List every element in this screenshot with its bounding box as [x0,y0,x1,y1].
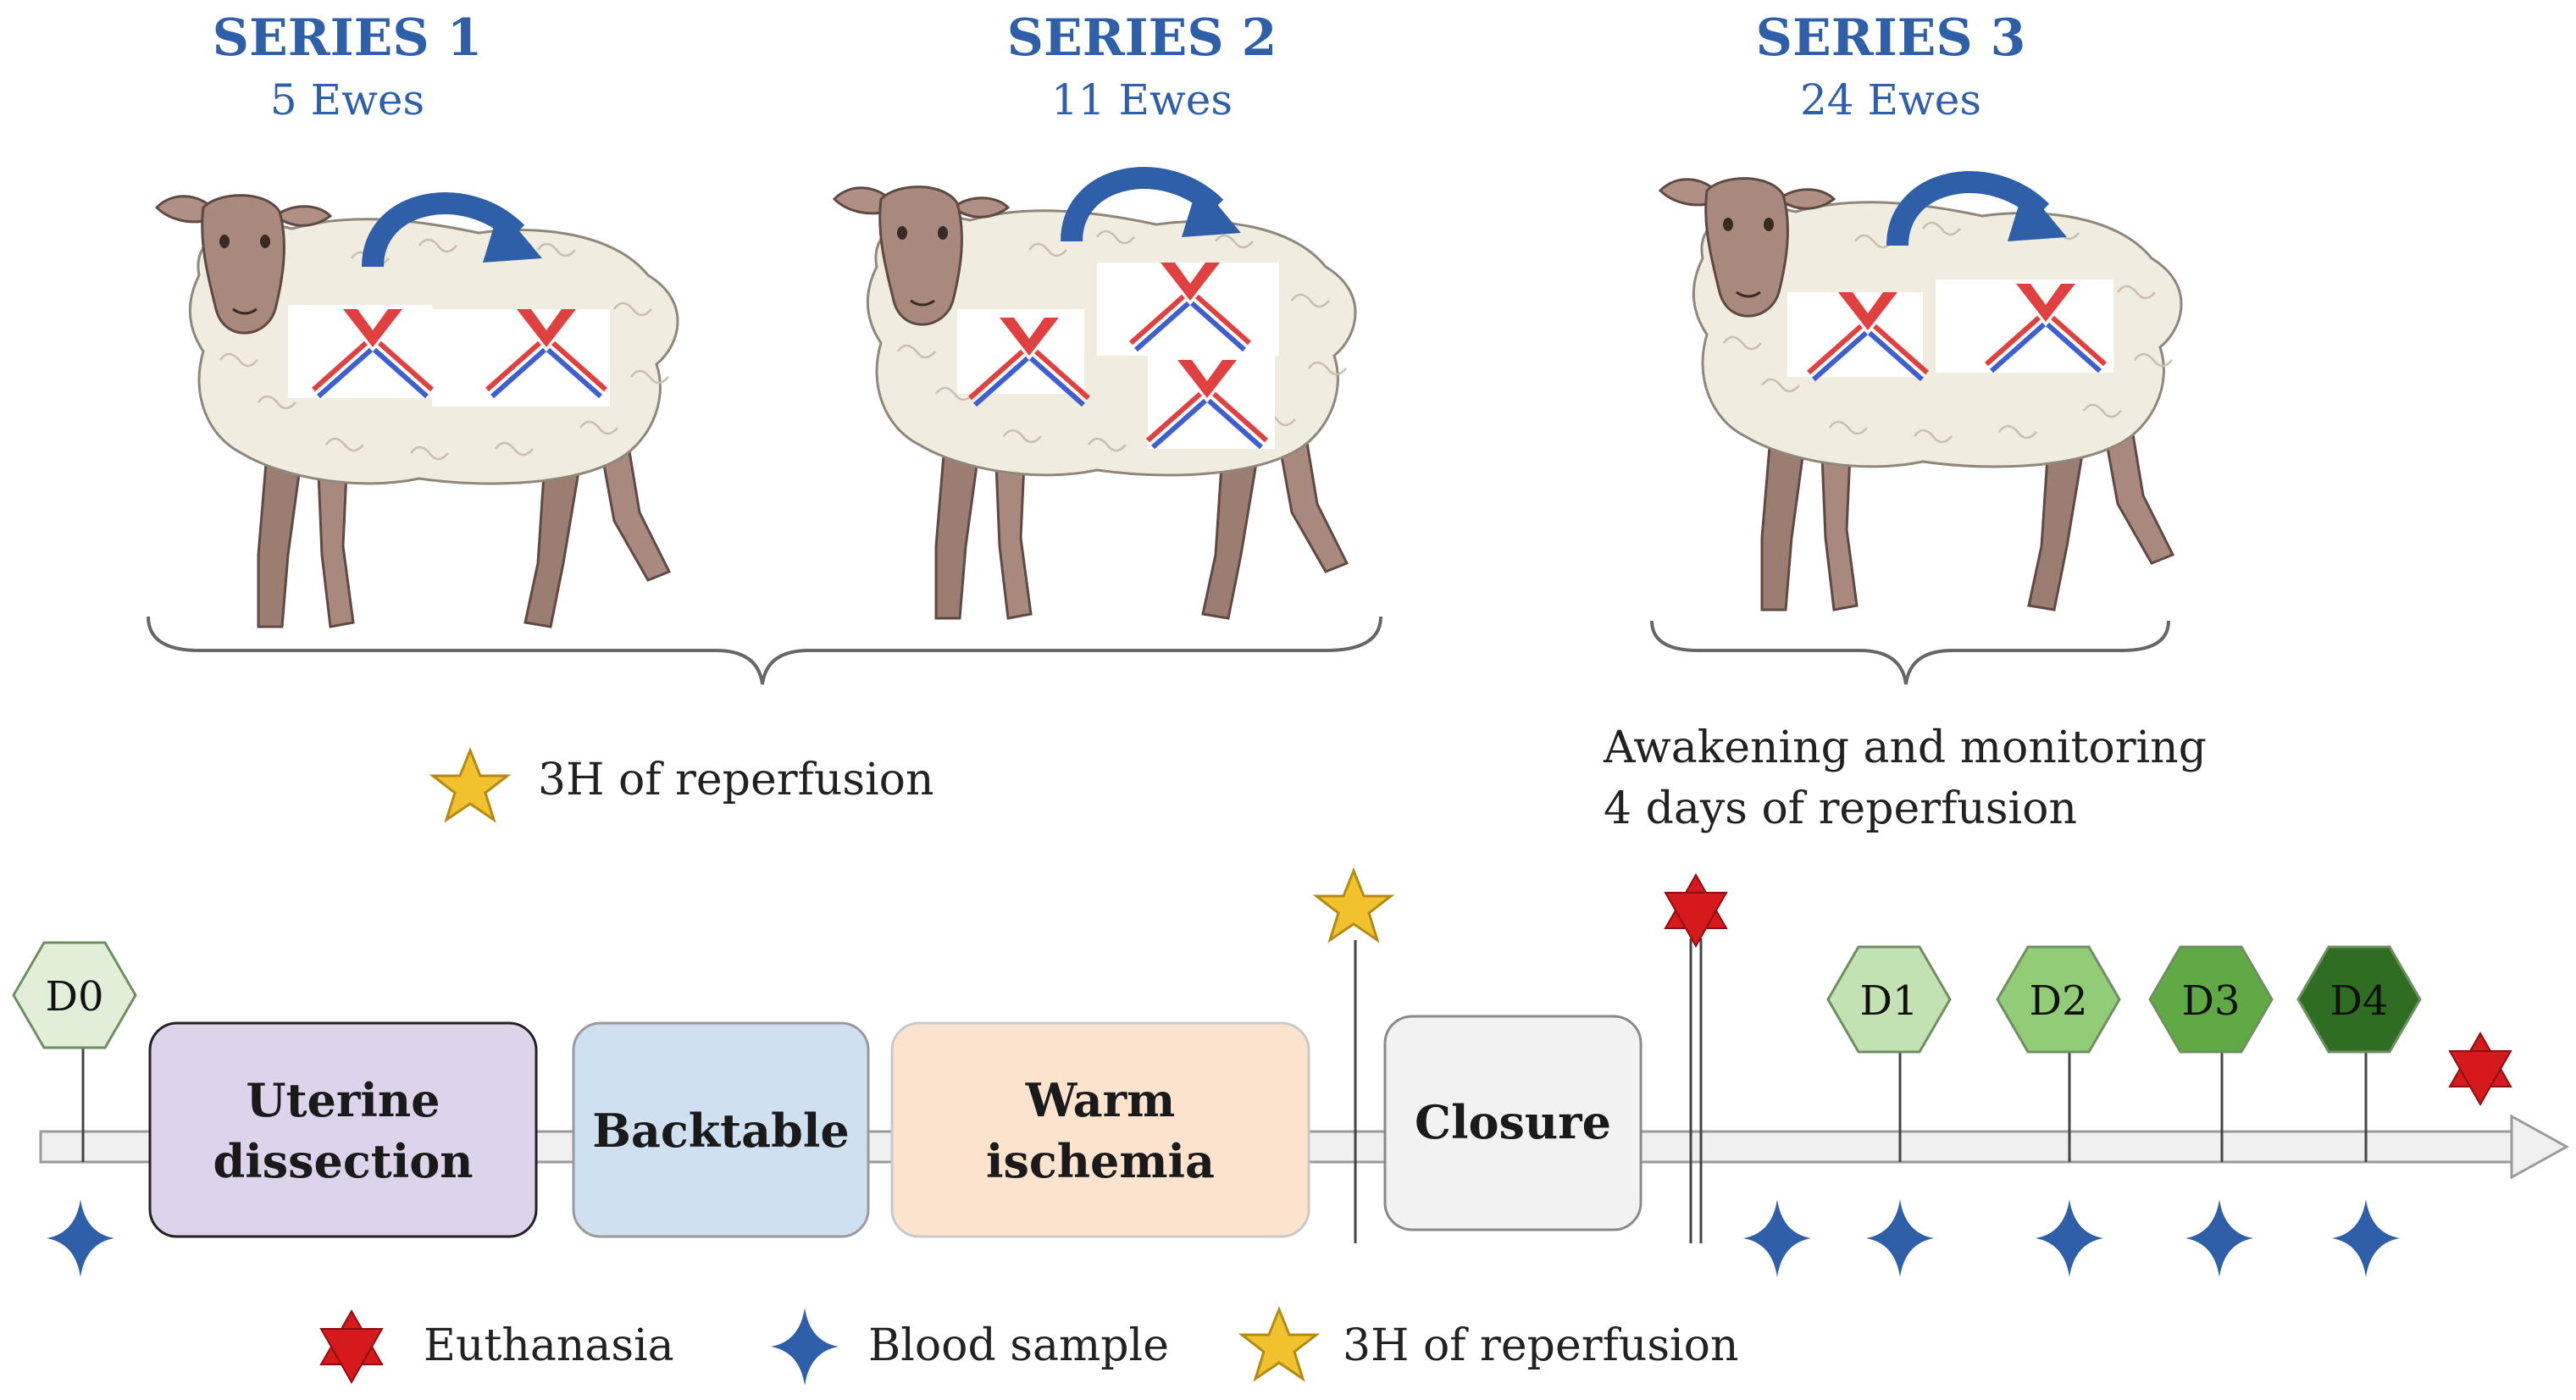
series-3-outcome-line-2: 4 days of reperfusion [1604,783,2077,834]
step-uterine-dissection: Uterine dissection [148,1021,538,1238]
day-3-marker: D3 [2148,945,2274,1162]
blood-sample-icon [771,1308,839,1386]
step-label-line-2: dissection [213,1134,473,1188]
day-4-label: D4 [2329,977,2388,1025]
legend-blood-sample: Blood sample [771,1308,1169,1386]
series-1-2-brace [147,616,1382,685]
blood-sample-icon [1866,1199,1934,1277]
step-label-line-2: ischemia [986,1134,1215,1188]
step-label-line-1: Backtable [592,1104,850,1158]
blood-sample-icon [2036,1199,2103,1277]
euthanasia-star-icon [1665,874,1727,947]
reperfusion-timepoint-marker [1315,869,1393,1243]
reperfusion-star-icon [1315,869,1393,942]
blood-sample-icon [2332,1199,2400,1277]
step-label-line-1: Closure [1415,1095,1611,1149]
series-2-header: SERIES 2 11 Ewes [1007,8,1277,125]
blood-sample-icon [2185,1199,2253,1277]
legend-reperfusion: 3H of reperfusion [1240,1308,1738,1381]
step-label-line-1: Warm [1025,1073,1176,1127]
series-3-brace [1650,620,2170,685]
series-2-count: 11 Ewes [1051,75,1233,125]
day-2-label: D2 [2029,977,2087,1025]
legend-euthanasia-label: Euthanasia [424,1320,674,1371]
reperfusion-star-icon [431,749,509,822]
legend-euthanasia: Euthanasia [320,1310,674,1383]
blood-sample-icon [1743,1199,1811,1277]
reperfusion-star-icon [1240,1308,1318,1381]
step-backtable: Backtable [572,1021,870,1238]
euthanasia-star-icon [320,1310,383,1383]
series-3-title: SERIES 3 [1756,8,2026,68]
series-1-count: 5 Ewes [270,75,424,125]
series-1-sheep-illustration [155,194,679,628]
graft-window [1097,263,1279,356]
euthanasia-timepoint-marker [1665,874,1727,1243]
series-1-title: SERIES 1 [213,8,483,68]
series-2-sheep-illustration [833,185,1357,620]
series-3-count: 24 Ewes [1800,75,1981,125]
series-3-sheep-illustration [1659,177,2183,611]
series-3-outcome-line-1: Awakening and monitoring [1603,722,2207,773]
legend: Euthanasia Blood sample 3H of reperfusio… [320,1308,1738,1386]
series-1-2-outcome-label: 3H of reperfusion [538,755,933,805]
step-warm-ischemia: Warm ischemia [890,1021,1310,1238]
day-0-marker: D0 [12,941,137,1162]
day-0-label: D0 [45,973,103,1021]
series-1-header: SERIES 1 5 Ewes [213,8,483,125]
series-2-title: SERIES 2 [1007,8,1277,68]
day-1-marker: D1 [1826,945,1952,1162]
day-2-marker: D2 [1996,945,2121,1162]
day-1-label: D1 [1859,977,1918,1025]
series-3-outcome: Awakening and monitoring 4 days of reper… [1603,722,2207,834]
blood-sample-icon [47,1199,114,1277]
day-4-marker: D4 [2296,945,2422,1162]
legend-reperfusion-label: 3H of reperfusion [1343,1320,1738,1371]
day-3-label: D3 [2181,977,2240,1025]
step-label-line-1: Uterine [247,1073,440,1127]
step-closure: Closure [1383,1015,1643,1231]
legend-blood-sample-label: Blood sample [868,1320,1169,1371]
series-1-2-outcome: 3H of reperfusion [431,749,933,822]
final-euthanasia-star-icon [2449,1032,2512,1105]
series-3-header: SERIES 3 24 Ewes [1756,8,2026,125]
